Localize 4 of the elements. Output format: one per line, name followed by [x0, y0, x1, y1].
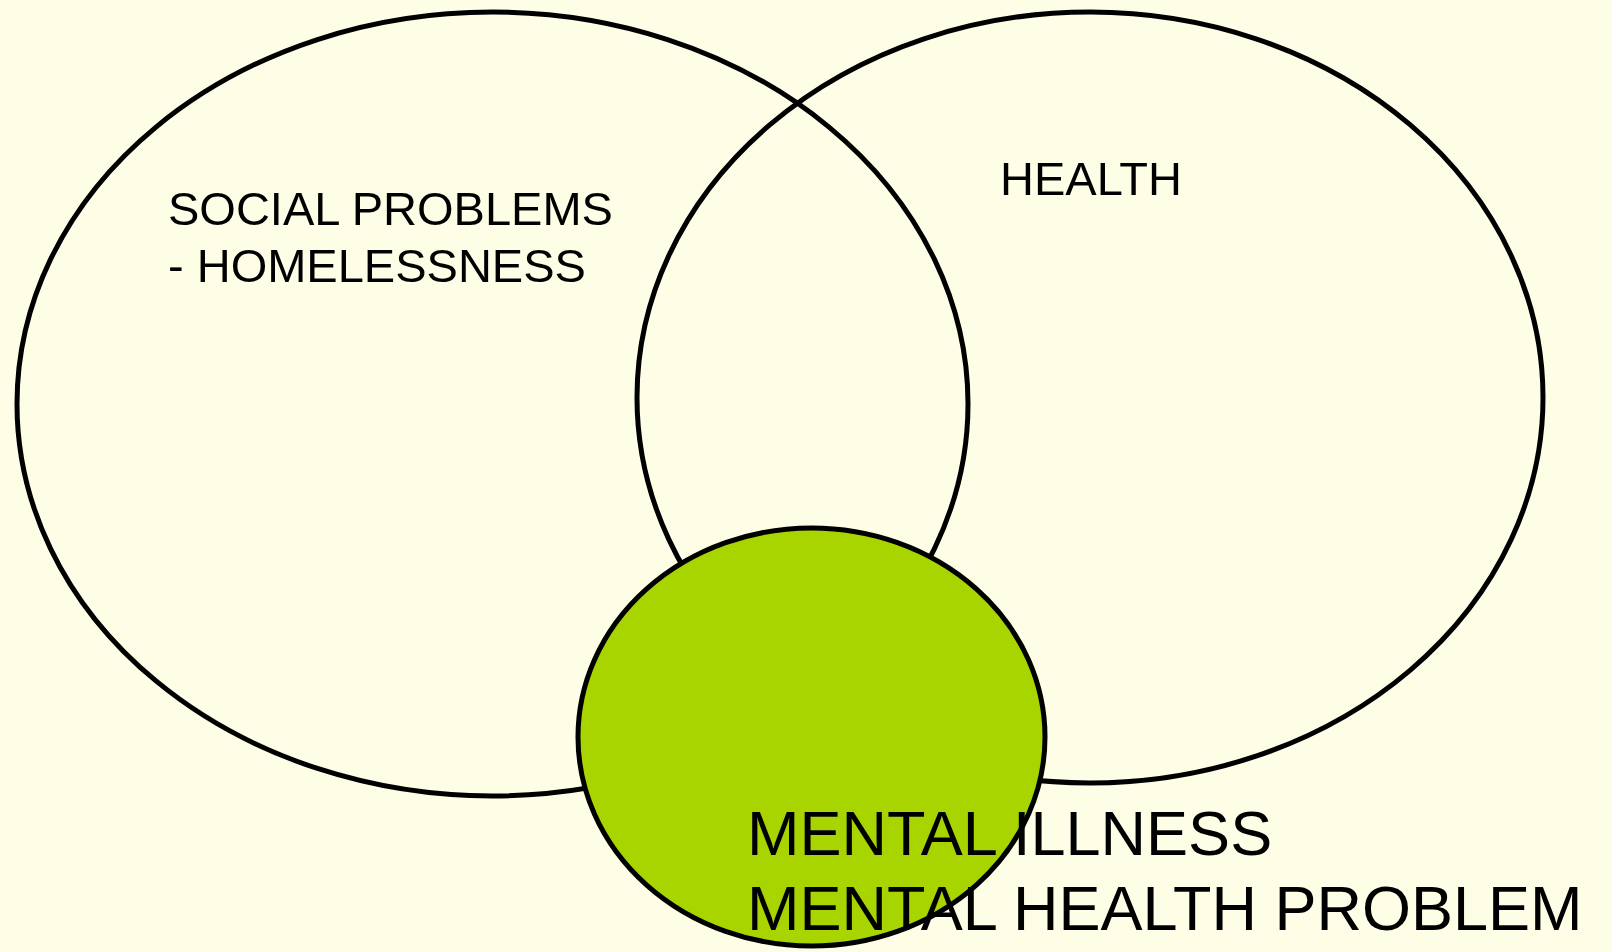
set-label: - HOMELESSNESS: [168, 238, 586, 294]
set-label: HEALTH: [1000, 151, 1182, 207]
set-label: MENTAL ILLNESS: [747, 797, 1273, 870]
set-label: SOCIAL PROBLEMS: [168, 181, 613, 237]
